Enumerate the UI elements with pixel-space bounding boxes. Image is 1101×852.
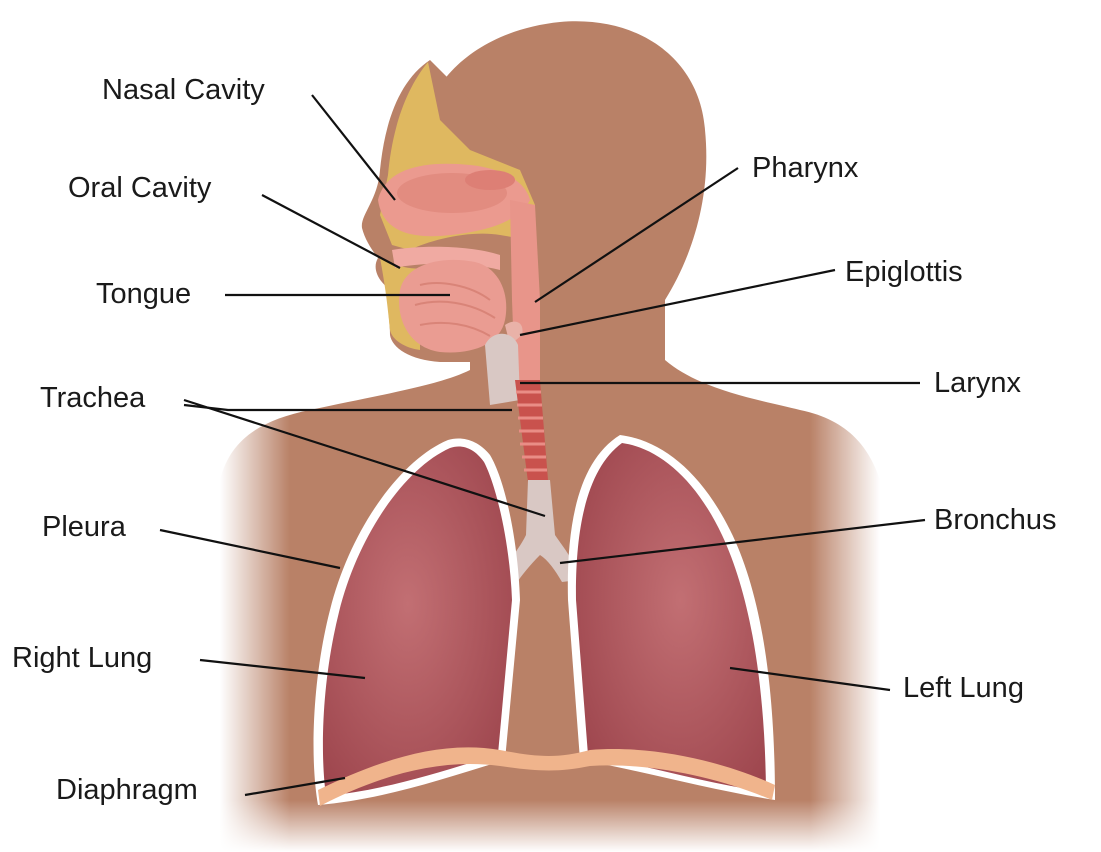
label-diaphragm: Diaphragm xyxy=(56,776,198,805)
leader-nasal-cavity xyxy=(312,95,395,200)
label-tongue: Tongue xyxy=(96,280,191,309)
label-left-lung: Left Lung xyxy=(903,674,1024,703)
label-right-lung: Right Lung xyxy=(12,644,152,673)
label-nasal-cavity: Nasal Cavity xyxy=(102,76,265,105)
label-larynx: Larynx xyxy=(934,369,1021,398)
label-pharynx: Pharynx xyxy=(752,154,858,183)
label-epiglottis: Epiglottis xyxy=(845,258,963,287)
label-oral-cavity: Oral Cavity xyxy=(68,174,211,203)
label-bronchus: Bronchus xyxy=(934,506,1057,535)
label-trachea: Trachea xyxy=(40,384,145,413)
label-pleura: Pleura xyxy=(42,513,126,542)
